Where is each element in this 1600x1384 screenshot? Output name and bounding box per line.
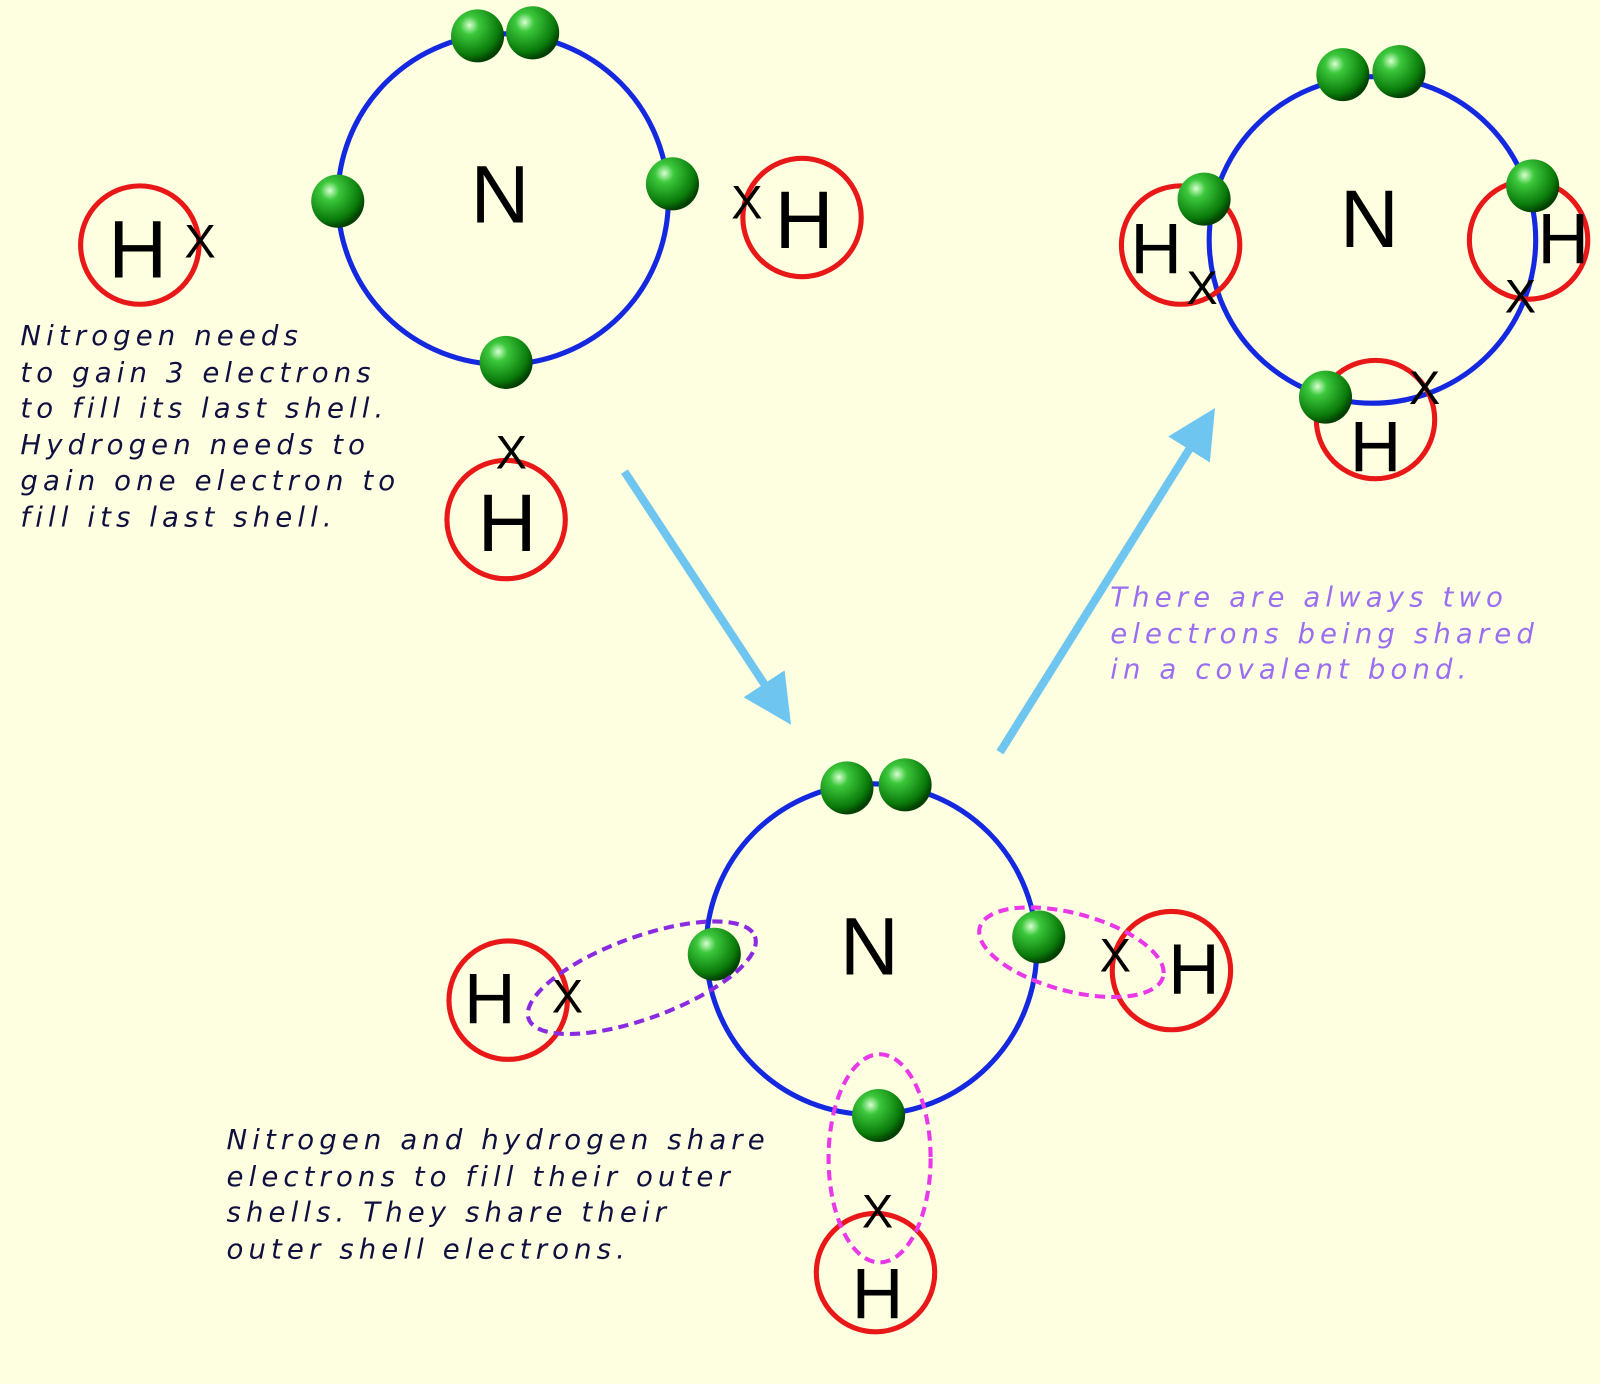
label-text: Nitrogen needs bbox=[20, 320, 303, 352]
label-text: shells. They share their bbox=[227, 1197, 672, 1229]
hydrogen-electron-cross: X bbox=[496, 427, 527, 479]
hydrogen-atom-left: H X bbox=[446, 938, 583, 1062]
hydrogen-electron-cross: X bbox=[184, 215, 215, 267]
electron-or-shell bbox=[1372, 45, 1426, 99]
label-text: There are always two bbox=[1110, 581, 1508, 613]
electron-or-shell bbox=[852, 1088, 906, 1142]
arrow-to-sharing bbox=[621, 469, 792, 725]
label-text: H bbox=[108, 205, 167, 296]
hydrogen-atom-bottom: H X bbox=[444, 427, 568, 582]
electron-or-shell bbox=[444, 457, 568, 582]
electron-or-shell bbox=[687, 927, 741, 981]
stage1-separate-atoms: N H X H X H X Nitrogen needs to gain 3 e… bbox=[20, 6, 864, 582]
step2-note: Nitrogen and hydrogen share electrons to… bbox=[227, 1124, 784, 1265]
electron-or-shell bbox=[1506, 159, 1560, 213]
electron-or-shell bbox=[446, 938, 570, 1062]
label-text: fill its last shell. bbox=[20, 502, 336, 534]
hydrogen-atom-right: H X bbox=[1100, 908, 1234, 1033]
label-text: Hydrogen needs to bbox=[20, 429, 370, 461]
shared-pair-right bbox=[977, 905, 1166, 1000]
nitrogen-electrons bbox=[687, 758, 1066, 1142]
label-text: X bbox=[552, 970, 583, 1022]
label-text: H bbox=[478, 478, 537, 569]
electron-or-shell bbox=[1177, 172, 1231, 226]
electron-or-shell bbox=[1109, 908, 1234, 1033]
shared-pair-left bbox=[525, 919, 758, 1037]
electron-or-shell bbox=[1316, 48, 1370, 102]
hydrogen-atom-left: H X bbox=[78, 183, 216, 307]
label-text: X bbox=[862, 1186, 893, 1238]
nitrogen-shell bbox=[1206, 74, 1539, 406]
hydrogen-atom-bottom: H X bbox=[1313, 357, 1440, 488]
label-text: electrons to fill their outer bbox=[227, 1161, 735, 1193]
electron-or-shell bbox=[1012, 910, 1066, 964]
label-text: X bbox=[1100, 930, 1131, 982]
label-text: X bbox=[1409, 362, 1440, 414]
electron-or-shell bbox=[78, 183, 202, 307]
hydrogen-atom-right: H X bbox=[731, 155, 864, 280]
step3-note: There are always two electrons being sha… bbox=[1110, 581, 1553, 685]
step1-note: Nitrogen needs to gain 3 electrons to fi… bbox=[20, 320, 414, 534]
hydrogen-electron-cross: X bbox=[731, 177, 762, 229]
label-text: H bbox=[1537, 199, 1589, 279]
electron-or-shell bbox=[1118, 183, 1243, 307]
label-text: H bbox=[852, 1255, 904, 1335]
label-text: to gain 3 electrons bbox=[20, 357, 375, 389]
electron-or-shell bbox=[451, 9, 505, 63]
label-text: in a covalent bond. bbox=[1110, 654, 1471, 686]
label-text: to fill its last shell. bbox=[20, 393, 388, 425]
label-text: H bbox=[1168, 930, 1220, 1010]
label-text: X bbox=[1505, 270, 1536, 322]
label-text: X bbox=[1186, 262, 1217, 314]
label-text: H bbox=[775, 175, 834, 266]
label-text: H bbox=[1350, 408, 1402, 488]
arrow-to-molecule bbox=[996, 407, 1216, 755]
hydrogen-atom-right: H X bbox=[1466, 178, 1591, 322]
nitrogen-symbol: N bbox=[471, 150, 530, 241]
nitrogen-symbol: N bbox=[1340, 174, 1399, 265]
stage3-ammonia-molecule: N H X H X H X There are always two elect… bbox=[1110, 45, 1591, 686]
electron-or-shell bbox=[813, 1210, 938, 1335]
electron-or-shell bbox=[645, 157, 699, 211]
label-text: Nitrogen and hydrogen share bbox=[227, 1124, 770, 1156]
stage2-sharing: N H X H X H X Nitrogen and hydrogen shar… bbox=[227, 758, 1234, 1335]
electron-or-shell bbox=[506, 6, 560, 60]
shared-pair-bottom bbox=[826, 1052, 933, 1265]
hydrogen-atom-left: H X bbox=[1118, 183, 1243, 314]
nitrogen-electrons bbox=[311, 6, 699, 389]
electron-or-shell bbox=[311, 174, 365, 228]
label-text: electrons being shared bbox=[1110, 618, 1539, 650]
label-text: H bbox=[1130, 210, 1182, 290]
hydrogen-atom-bottom: H X bbox=[813, 1186, 938, 1335]
label-text: H bbox=[464, 960, 516, 1040]
nitrogen-symbol: N bbox=[840, 902, 899, 993]
label-text: gain one electron to bbox=[20, 465, 400, 497]
electron-or-shell bbox=[878, 758, 932, 812]
electron-or-shell bbox=[1298, 370, 1353, 424]
nitrogen-electrons bbox=[1177, 45, 1560, 424]
electron-or-shell bbox=[820, 761, 874, 815]
electron-or-shell bbox=[740, 155, 864, 280]
electron-or-shell bbox=[479, 335, 533, 389]
label-text: outer shell electrons. bbox=[227, 1233, 630, 1265]
